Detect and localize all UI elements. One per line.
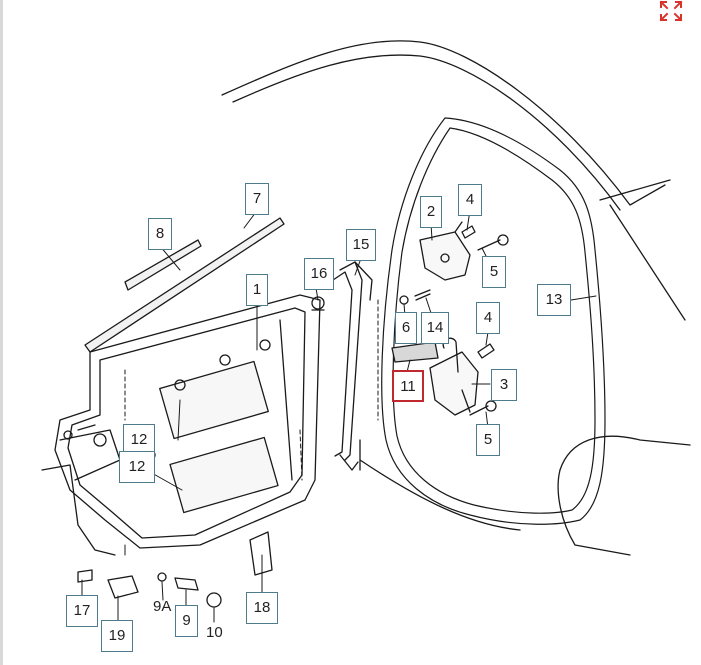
callout-14[interactable]: 14 xyxy=(421,312,449,344)
callout-16[interactable]: 16 xyxy=(304,258,334,290)
callout-17[interactable]: 17 xyxy=(66,595,98,627)
door-inner-panel xyxy=(41,294,321,556)
left-border xyxy=(0,0,3,665)
callout-5[interactable]: 5 xyxy=(482,256,506,288)
callout-18[interactable]: 18 xyxy=(246,592,278,624)
callout-4[interactable]: 4 xyxy=(476,302,500,334)
retaining-clip xyxy=(249,531,273,576)
expand-icon[interactable] xyxy=(659,0,683,22)
window-weather-strip xyxy=(84,217,285,353)
callout-5[interactable]: 5 xyxy=(476,424,500,456)
label-9a: 9A xyxy=(153,598,172,615)
callout-11-selected[interactable]: 11 xyxy=(392,370,424,402)
callout-12[interactable]: 12 xyxy=(123,424,155,456)
callout-13[interactable]: 13 xyxy=(537,284,571,316)
callout-1[interactable]: 1 xyxy=(246,274,268,306)
trim-strip xyxy=(124,239,202,291)
check-stud xyxy=(399,289,431,305)
window-guide-rail xyxy=(329,261,373,471)
upper-hinge xyxy=(419,221,471,281)
fasteners xyxy=(77,569,222,608)
callout-2[interactable]: 2 xyxy=(420,196,442,228)
callout-4[interactable]: 4 xyxy=(458,184,482,216)
lower-hinge xyxy=(429,337,479,416)
callout-12[interactable]: 12 xyxy=(119,451,155,483)
callout-7[interactable]: 7 xyxy=(245,183,269,215)
callout-9[interactable]: 9 xyxy=(175,605,198,637)
door-seal xyxy=(381,117,606,525)
callout-3[interactable]: 3 xyxy=(491,369,517,401)
callout-15[interactable]: 15 xyxy=(346,229,376,261)
callout-6[interactable]: 6 xyxy=(395,312,417,344)
callout-19[interactable]: 19 xyxy=(101,620,133,652)
callout-8[interactable]: 8 xyxy=(148,218,172,250)
vehicle-body-outline xyxy=(221,40,691,556)
label-10: 10 xyxy=(206,624,223,641)
door-check-strap xyxy=(391,341,439,363)
